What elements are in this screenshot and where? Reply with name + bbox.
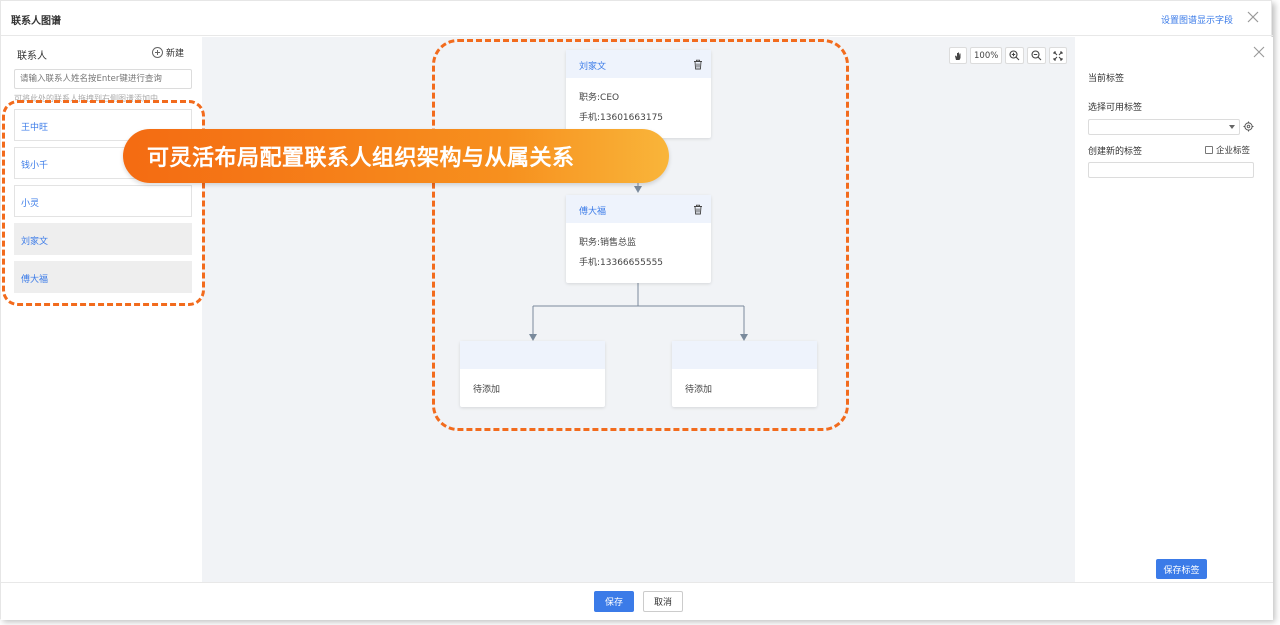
new-tag-input[interactable] [1088, 162, 1254, 178]
enterprise-tag-label: 企业标签 [1216, 146, 1251, 156]
zoom-level: 100% [970, 47, 1003, 64]
chevron-down-icon [1229, 125, 1235, 129]
node-name: 刘家文 [579, 62, 607, 72]
node-name: 傅大福 [579, 207, 607, 217]
select-tags-label: 选择可用标签 [1088, 103, 1143, 113]
contact-item[interactable]: 刘家文 [14, 223, 192, 255]
graph-node[interactable]: 刘家文 职务:CEO 手机:13601663175 [566, 50, 711, 138]
tag-panel: 当前标签 选择可用标签 创建新的标签 企业标签 保存标签 [1075, 37, 1273, 582]
node-title: 职务:CEO [579, 93, 620, 103]
drag-hint: 可将此处的联系人拖拽到右侧图谱添加中 [14, 94, 158, 103]
graph-node-placeholder[interactable]: 待添加 [672, 341, 817, 407]
checkbox-icon [1205, 146, 1213, 154]
node-phone: 手机:13366655555 [579, 258, 664, 268]
zoom-out-button[interactable] [1027, 47, 1047, 64]
fit-view-button[interactable] [1049, 47, 1068, 64]
graph-highlight [432, 39, 849, 431]
canvas-toolbar: 100% [949, 47, 1068, 64]
sidebar-title: 联系人 [17, 51, 47, 62]
zoom-in-button[interactable] [1005, 47, 1025, 64]
node-pending-text: 待添加 [685, 385, 713, 395]
tag-select[interactable] [1088, 119, 1240, 135]
contact-list-highlight [2, 100, 205, 306]
node-title: 职务:销售总监 [579, 238, 637, 248]
new-contact-button[interactable]: 新建 [152, 46, 184, 59]
gear-icon[interactable] [1243, 121, 1254, 132]
plus-circle-icon [152, 47, 163, 58]
contact-item[interactable]: 傅大福 [14, 261, 192, 293]
fit-screen-icon [1053, 51, 1063, 60]
hand-icon [955, 52, 961, 60]
contact-item[interactable]: 小灵 [14, 185, 192, 217]
node-pending-text: 待添加 [473, 385, 501, 395]
zoom-in-icon [1009, 50, 1020, 61]
trash-icon[interactable] [693, 59, 703, 70]
dialog-header: 联系人图谱 设置图谱显示字段 [1, 1, 1273, 36]
cancel-button[interactable]: 取消 [643, 591, 683, 612]
enterprise-tag-checkbox[interactable]: 企业标签 [1205, 144, 1250, 156]
new-contact-label: 新建 [166, 49, 185, 59]
trash-icon[interactable] [693, 204, 703, 215]
feature-banner: 可灵活布局配置联系人组织架构与从属关系 [123, 129, 669, 183]
save-tag-button[interactable]: 保存标签 [1156, 559, 1207, 579]
graph-node[interactable]: 傅大福 职务:销售总监 手机:13366655555 [566, 195, 711, 283]
create-tag-label: 创建新的标签 [1088, 147, 1143, 157]
graph-node-placeholder[interactable]: 待添加 [460, 341, 605, 407]
close-icon[interactable] [1246, 10, 1260, 24]
node-phone: 手机:13601663175 [579, 113, 664, 123]
graph-display-settings-link[interactable]: 设置图谱显示字段 [1160, 16, 1233, 26]
zoom-out-icon [1031, 50, 1042, 61]
graph-canvas[interactable]: 100% 刘家文 [202, 37, 1075, 582]
close-icon[interactable] [1253, 46, 1265, 58]
contact-search-input[interactable] [14, 69, 192, 89]
dialog-footer: 保存 取消 [1, 582, 1273, 620]
dialog-title: 联系人图谱 [11, 16, 61, 27]
save-button[interactable]: 保存 [594, 591, 634, 612]
current-tags-label: 当前标签 [1088, 74, 1125, 84]
pan-hand-button[interactable] [949, 47, 967, 64]
